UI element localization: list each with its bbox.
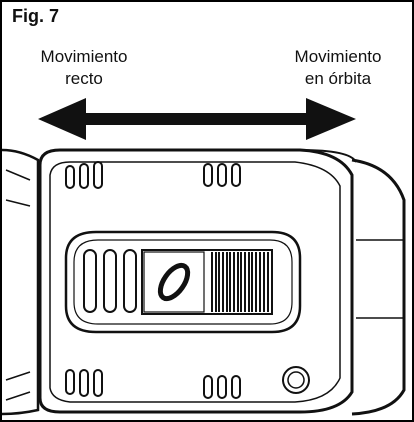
orbital-motion-label-line1: Movimiento: [294, 47, 382, 66]
straight-motion-label-line1: Movimiento: [40, 47, 128, 66]
orbital-motion-label-line2: en órbita: [304, 69, 372, 88]
switch-grip-slots: [83, 249, 137, 313]
orbital-motion-label: Movimiento en órbita: [268, 46, 408, 90]
straight-motion-label: Movimiento recto: [14, 46, 154, 90]
orbit-symbol-icon: [157, 262, 191, 302]
double-headed-arrow-icon: [38, 98, 356, 140]
bottom-vents-center: [203, 375, 241, 399]
selector-grip-stripes: [211, 252, 269, 312]
top-vents-left: [65, 161, 103, 189]
motor-housing-seam: [356, 239, 404, 319]
screw-hole: [282, 366, 310, 394]
tool-body-left-ridges: [5, 169, 31, 401]
switch-plate-inner: [73, 239, 293, 325]
figure-label: Fig. 7: [12, 6, 60, 26]
top-vents-center: [203, 163, 241, 187]
tool-body-left-edge: [1, 148, 40, 416]
motor-housing-back: [299, 149, 357, 163]
motor-housing-right: [351, 158, 406, 416]
mode-selector-switch[interactable]: [141, 249, 273, 315]
bottom-vents-left: [65, 369, 103, 397]
straight-motion-label-line2: recto: [65, 69, 103, 88]
housing-inner-contour: [49, 161, 341, 403]
